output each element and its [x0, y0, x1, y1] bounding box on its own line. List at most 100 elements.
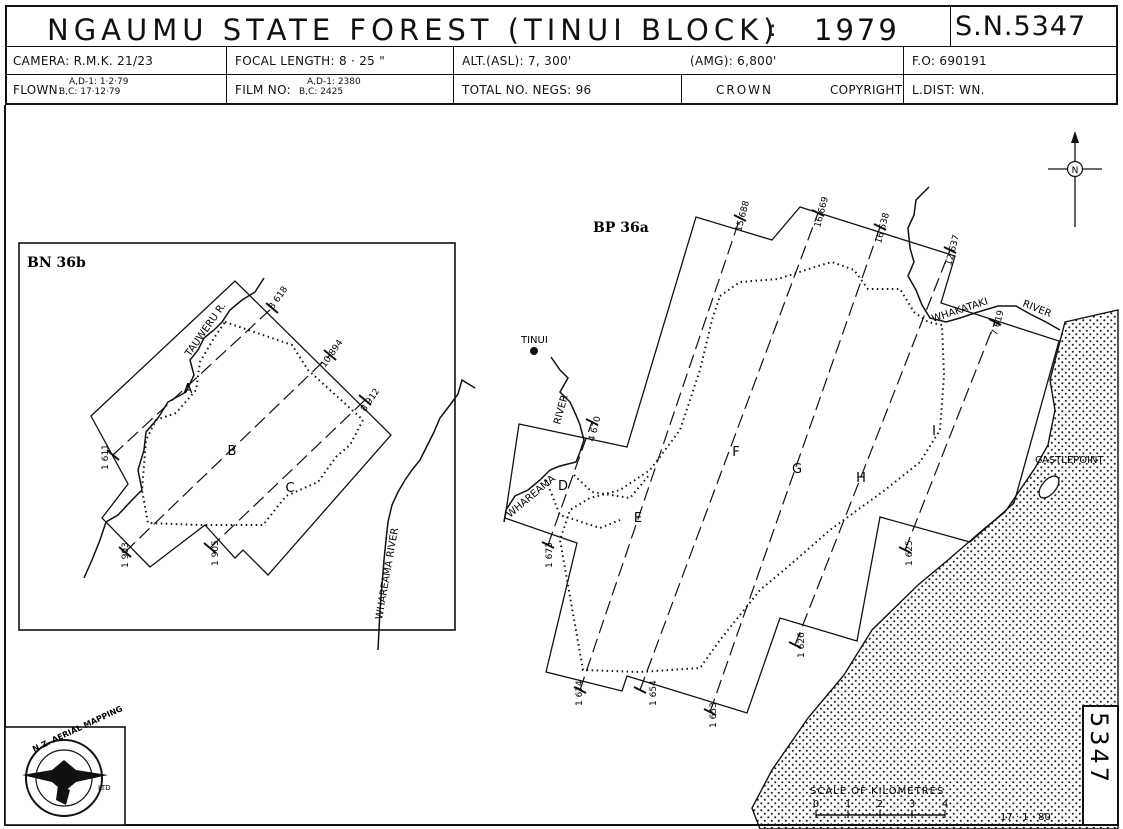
camera-cell: CAMERA: R.M.K. 21/23 — [7, 47, 227, 75]
scale-tick-4: 4 — [942, 799, 948, 810]
sheet-code-box: 5347 — [1082, 705, 1119, 826]
flown-label: FLOWN: — [13, 83, 63, 97]
north-symbol: N — [1072, 166, 1079, 176]
run-label-e: E — [634, 511, 642, 526]
fo-text: F.O: 690191 — [912, 54, 987, 68]
photo-g-start: 1 653 — [709, 702, 719, 728]
flown-bc: B,C: 17·12·79 — [59, 87, 121, 97]
run-label-b: B — [228, 444, 237, 459]
scale-date: 17 · 1 · 80 — [1000, 812, 1051, 823]
place-castlepoint: CASTLEPOINT — [1035, 455, 1105, 466]
copyright-text: COPYRIGHT — [830, 83, 903, 97]
whareama-river-inset — [377, 378, 476, 651]
photo-d-end: 4 670 — [587, 415, 603, 443]
fo-cell: F.O: 690191 — [904, 47, 1116, 75]
river-label-whareama-inset: WHAREAMA RIVER — [374, 527, 401, 621]
run-d-line — [547, 421, 593, 546]
run-label-g: G — [792, 462, 802, 477]
nz-aerial-mapping-logo: N.Z. AERIAL MAPPING LTD — [4, 704, 126, 826]
film-bc: B,C: 2425 — [299, 87, 344, 97]
inset-coverage-outline — [90, 280, 392, 576]
photo-c-end: 8 912 — [359, 387, 382, 414]
scale-tick-1: 1 — [845, 799, 851, 810]
scale-tick-0: 0 — [813, 799, 819, 810]
focal-length-cell: FOCAL LENGTH: 8 · 25 " — [227, 47, 454, 75]
photo-h-end: 12 637 — [944, 234, 962, 267]
title-block: NGAUMU STATE FOREST (TINUI BLOCK) : 1979… — [5, 5, 1118, 105]
run-label-h: H — [856, 471, 866, 486]
castlepoint-headland — [1038, 475, 1060, 499]
ldist-text: L.DIST: WN. — [912, 83, 985, 97]
logo-sub: LTD — [98, 784, 111, 792]
run-i-line — [904, 321, 996, 551]
scale-tick-3: 3 — [909, 799, 915, 810]
river-label-tauweru: TAUWERU R. — [183, 301, 229, 360]
main-coverage-outline — [504, 206, 1060, 714]
photo-h-start: 1 626 — [797, 632, 807, 658]
camera-text: CAMERA: R.M.K. 21/23 — [13, 54, 154, 68]
title-cell: NGAUMU STATE FOREST (TINUI BLOCK) : 1979 — [7, 7, 951, 47]
flown-cell: FLOWN: A,D-1: 1·2·79 B,C: 17·12·79 — [7, 75, 227, 103]
flight-run-lines — [112, 212, 996, 713]
film-label: FILM NO: — [235, 83, 291, 97]
run-label-i: I — [932, 424, 936, 439]
run-b-line — [124, 354, 331, 553]
place-tinui: TINUI — [520, 335, 548, 346]
photo-a-start: 1 611 — [101, 444, 111, 470]
photo-i-start: 1 625 — [905, 540, 915, 566]
inset-frame — [18, 242, 456, 631]
crown-text: CROWN — [716, 83, 774, 97]
run-h-line — [794, 249, 951, 646]
scale-tick-2: 2 — [877, 799, 883, 810]
total-negs: TOTAL NO. NEGS: 96 — [462, 83, 592, 97]
altitude-asl: ALT.(ASL): 7, 300' — [462, 54, 572, 68]
focal-length-text: FOCAL LENGTH: 8 · 25 " — [235, 54, 386, 68]
sheet-code: 5347 — [1085, 712, 1113, 785]
main-forest-boundary — [558, 260, 946, 674]
river-label-whareama-main: WHAREAMA — [505, 473, 558, 520]
run-g-line — [709, 226, 881, 713]
run-label-d: D — [558, 479, 568, 494]
flown-ad: A,D-1: 1·2·79 — [69, 77, 129, 87]
photo-f-start: 1 654 — [649, 680, 659, 706]
tinui-dot — [530, 347, 538, 355]
photo-a-end: 8 618 — [267, 285, 290, 312]
run-f-line — [639, 212, 819, 691]
sheet-number: S.N.5347 — [955, 11, 1087, 42]
photo-c-start: 1 905 — [211, 540, 221, 566]
run-letters: A B C D E F G H I — [184, 382, 936, 526]
crown-cell: CROWN COPYRIGHT — [682, 75, 904, 103]
run-c-line — [209, 399, 366, 549]
tauweru-river — [83, 277, 265, 579]
scale-bar: SCALE OF KILOMETRES 0 1 2 3 4 17 · 1 · 8… — [810, 786, 1051, 823]
map-year: 1979 — [814, 13, 900, 47]
sheet-number-cell: S.N.5347 — [951, 7, 1116, 47]
river-label-river-main: RIVER — [552, 394, 570, 426]
north-arrow: N — [1048, 131, 1102, 227]
run-end-ticks — [106, 209, 1002, 716]
run-label-f: F — [732, 445, 739, 460]
photo-d-start: 1 673 — [545, 542, 555, 568]
photo-b-start: 1 903 — [121, 542, 131, 568]
main-label: BP 36a — [593, 220, 649, 236]
whareama-river-main — [503, 356, 585, 523]
ldist-cell: L.DIST: WN. — [904, 75, 1116, 103]
run-label-c: C — [285, 481, 294, 496]
photo-e-start: 1 674 — [575, 680, 585, 706]
altitude-amg: (AMG): 6,800' — [690, 54, 777, 68]
whakataki-river — [907, 186, 1061, 331]
title-colon: : — [769, 17, 777, 42]
run-label-a: A — [184, 382, 193, 397]
film-ad: A,D-1: 2380 — [307, 77, 361, 87]
photo-g-end: 16 638 — [874, 212, 892, 245]
forest-boundary-west — [545, 473, 651, 530]
scale-title: SCALE OF KILOMETRES — [810, 786, 944, 797]
run-e-line — [579, 217, 741, 691]
film-cell: FILM NO: A,D-1: 2380 B,C: 2425 — [227, 75, 454, 103]
negs-cell: TOTAL NO. NEGS: 96 — [454, 75, 682, 103]
sea-stipple — [751, 309, 1119, 829]
photo-b-end: 10 894 — [319, 338, 345, 370]
run-a-line — [112, 307, 273, 456]
